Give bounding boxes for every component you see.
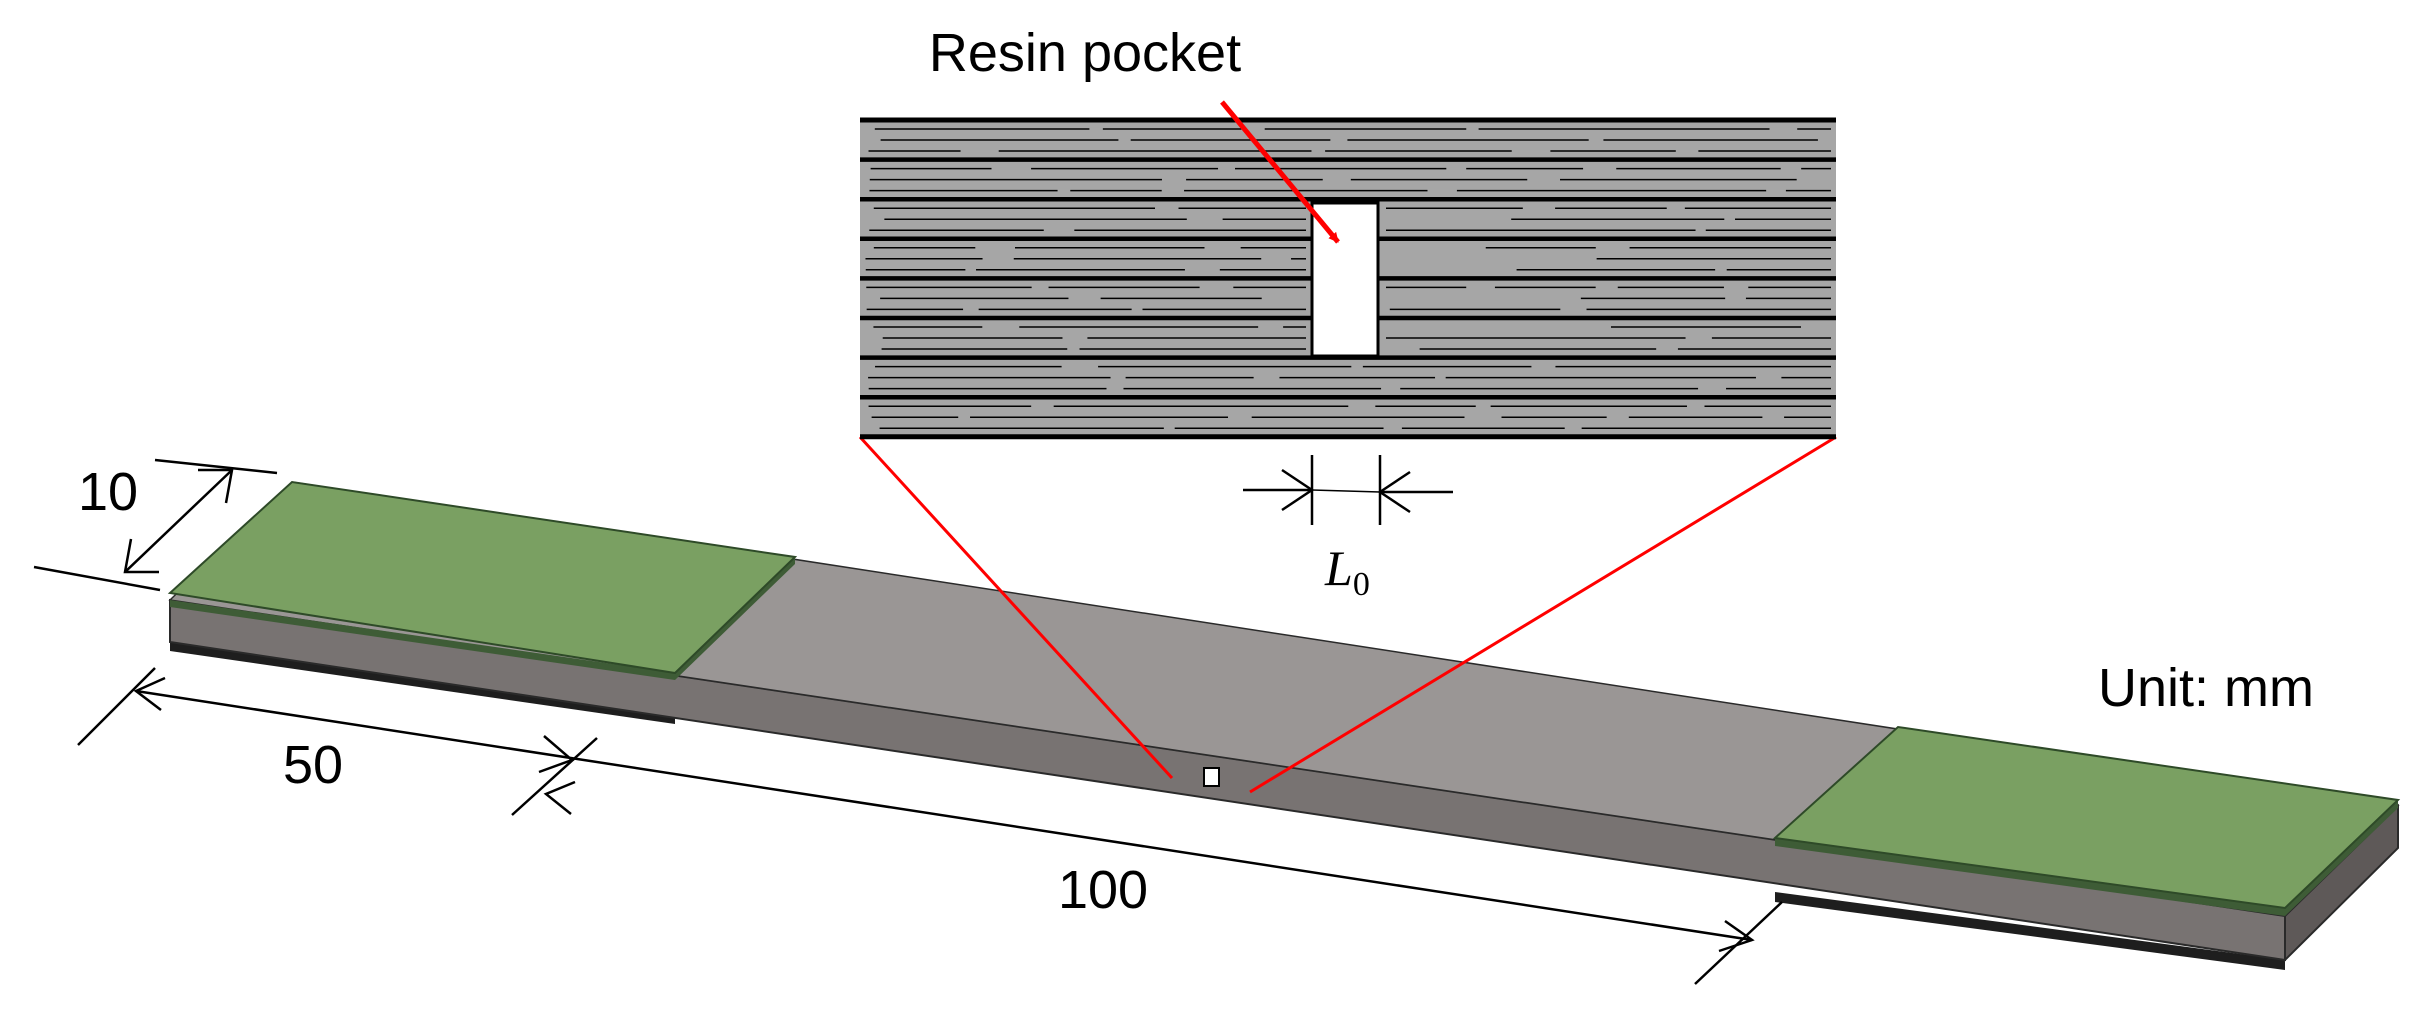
resin-pocket-zoom — [1310, 201, 1380, 358]
resin-pocket-arrow — [1220, 100, 1340, 244]
right-bottom-tab — [1775, 892, 2285, 970]
right-grip-tab — [1772, 725, 2401, 916]
left-grip-tab — [167, 480, 798, 680]
resin-pocket-label: Resin pocket — [929, 23, 1241, 83]
width-label: 10 — [78, 462, 138, 522]
fiber-lines — [865, 128, 1831, 429]
laminate-detail — [860, 117, 1836, 440]
unit-note: Unit: mm — [2098, 658, 2314, 718]
tab-length-label: 50 — [283, 735, 343, 795]
gap-label: L0 — [1324, 540, 1370, 603]
specimen — [167, 480, 2401, 970]
length-dimensions: 50 100 — [77, 667, 1783, 985]
resin-pocket-marker — [1203, 767, 1220, 787]
gauge-length-label: 100 — [1058, 860, 1148, 920]
width-dimension: 10 — [33, 458, 278, 592]
gap-dimension: L0 — [1243, 455, 1453, 603]
zoom-callout-lines — [858, 435, 1837, 794]
left-bottom-tab — [170, 642, 675, 724]
